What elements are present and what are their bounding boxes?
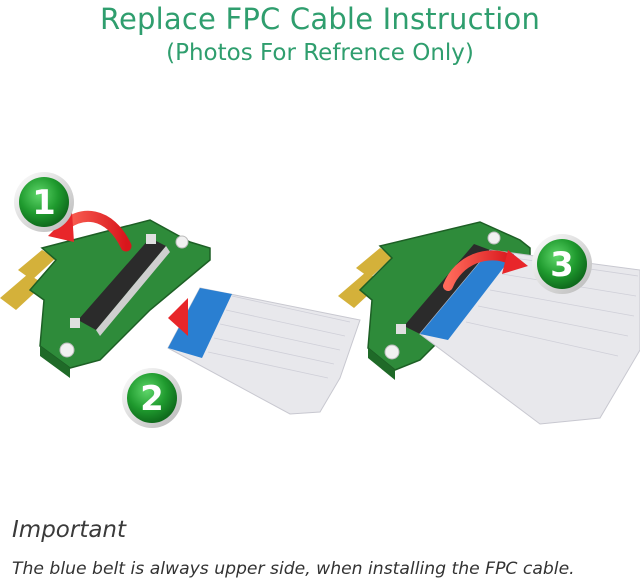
installation-note: The blue belt is always upper side, when… — [12, 559, 575, 579]
step-1-badge: 1 — [14, 172, 74, 232]
page-subtitle: (Photos For Refrence Only) — [166, 40, 474, 66]
step-1-number: 1 — [32, 183, 56, 223]
fpc-cable-inserted — [419, 249, 640, 425]
instruction-illustration: 1 2 — [0, 172, 640, 428]
blue-stiffener-inserted — [420, 250, 514, 340]
step-2-badge: 2 — [122, 368, 182, 428]
step-3-number: 3 — [550, 245, 574, 285]
left-adapter-board — [0, 219, 211, 378]
fpc-cable-loose — [167, 287, 361, 415]
fpc-connector — [78, 238, 166, 330]
page-title: Replace FPC Cable Instruction — [99, 2, 541, 36]
important-heading: Important — [12, 517, 127, 543]
step-2-number: 2 — [140, 379, 164, 419]
blue-stiffener — [168, 288, 232, 358]
gold-contacts-right — [356, 248, 394, 278]
close-latch-arrow — [443, 250, 517, 291]
insert-arrow — [168, 298, 188, 336]
step-3-badge: 3 — [532, 234, 592, 294]
gold-contacts — [18, 250, 56, 280]
